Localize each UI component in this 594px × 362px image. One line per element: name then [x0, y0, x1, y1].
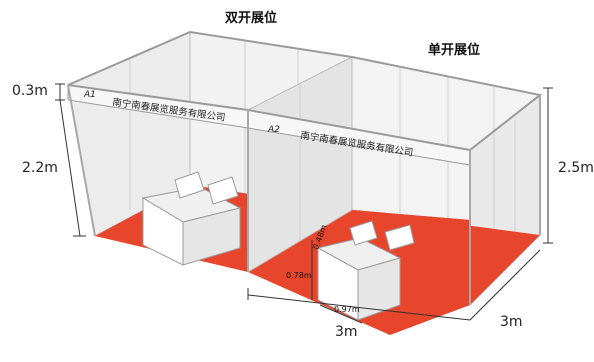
- dimension-lines: [55, 83, 553, 324]
- dim-front-width: 3m: [335, 324, 358, 340]
- single-booth-title: 单开展位: [428, 42, 480, 58]
- dim-table-width: 0.97m: [334, 305, 360, 314]
- dim-wall-height-total: 2.5m: [558, 160, 594, 176]
- booth-a2-id: A2: [267, 125, 280, 135]
- left-front-post: [67, 84, 96, 237]
- left-table: [141, 186, 242, 266]
- right-chairs: [349, 220, 415, 251]
- right-table: [316, 237, 402, 321]
- double-booth-title: 双开展位: [225, 10, 277, 26]
- left-chairs: [174, 171, 239, 205]
- dim-table-height: 0.78m: [286, 271, 312, 280]
- booth-a1-id: A1: [83, 90, 96, 100]
- dim-wall-height-front: 2.2m: [22, 160, 58, 176]
- dim-fascia-height: 0.3m: [12, 83, 48, 99]
- dim-depth: 3m: [500, 314, 523, 330]
